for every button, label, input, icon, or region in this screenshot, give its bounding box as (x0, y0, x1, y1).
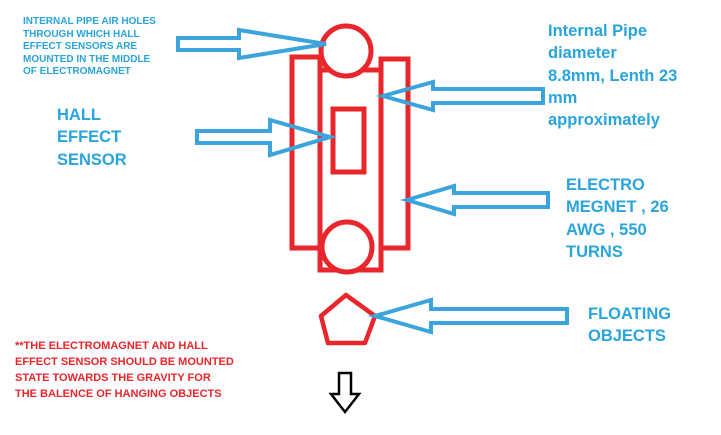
arrow-icon-floating (367, 297, 569, 335)
arrow-icon-air-holes (176, 27, 327, 61)
mounting-note: **THE ELECTROMAGNET AND HALL EFFECT SENS… (15, 340, 234, 400)
pipe-spec-label: Internal Pipe diameter 8.8mm, Lenth 23 m… (548, 22, 678, 130)
down-arrow-icon (328, 371, 362, 415)
hall-sensor-label: HALL EFFECT SENSOR (57, 106, 127, 169)
electromagnet-label: ELECTRO MEGNET , 26 AWG , 550 TURNS (566, 176, 669, 261)
pentagon-icon (318, 292, 378, 346)
hall-effect-sensor (330, 106, 367, 175)
arrow-icon-hall-sensor (195, 117, 338, 158)
air-hole-bottom (319, 219, 375, 275)
arrow-icon-electromagnet (399, 183, 550, 217)
arrow-icon-pipe (375, 79, 545, 113)
air-hole-top (318, 23, 374, 79)
floating-objects-label: FLOATING OBJECTS (588, 305, 672, 346)
electromagnet-outer-right (378, 56, 411, 251)
air-holes-label: INTERNAL PIPE AIR HOLES THROUGH WHICH HA… (23, 16, 156, 77)
electromagnet-outer-left (289, 54, 323, 251)
